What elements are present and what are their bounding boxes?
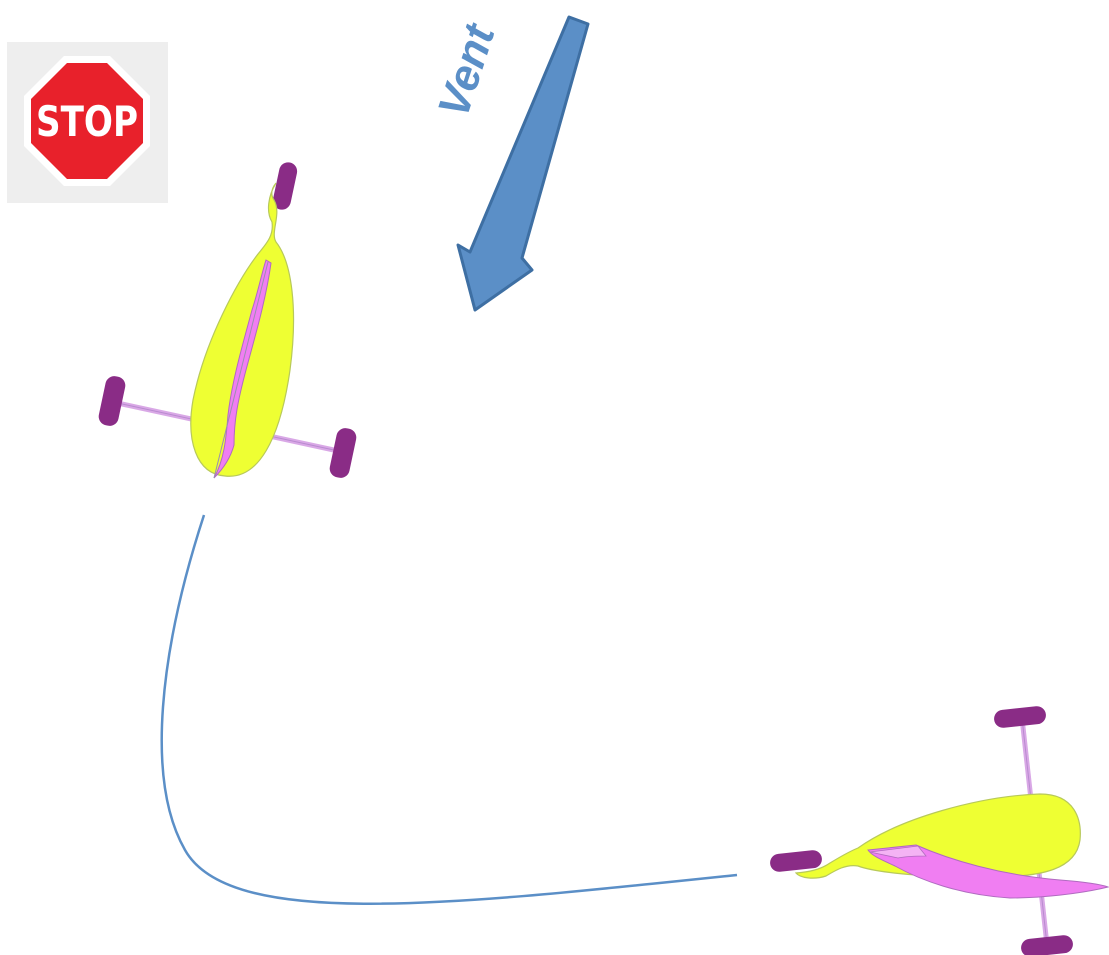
rear-top-wheel [994,706,1046,728]
hull [794,793,1081,879]
front-wheel [770,850,822,872]
rear-left-wheel [98,376,126,426]
stop-sign-octagon [31,63,143,179]
front-wheel [272,162,298,210]
wind-arrow-icon [456,15,590,312]
sail [867,844,1109,899]
wind-label: Vent [429,17,505,124]
trajectory-path [160,514,738,905]
sand-yacht-start [98,162,357,479]
stop-sign-icon: STOP [7,42,168,203]
sand-yacht-end [770,706,1109,955]
rear-right-wheel [329,428,357,478]
rear-bottom-wheel [1021,935,1073,955]
stop-sign-label: STOP [36,97,138,146]
hull [190,182,295,477]
